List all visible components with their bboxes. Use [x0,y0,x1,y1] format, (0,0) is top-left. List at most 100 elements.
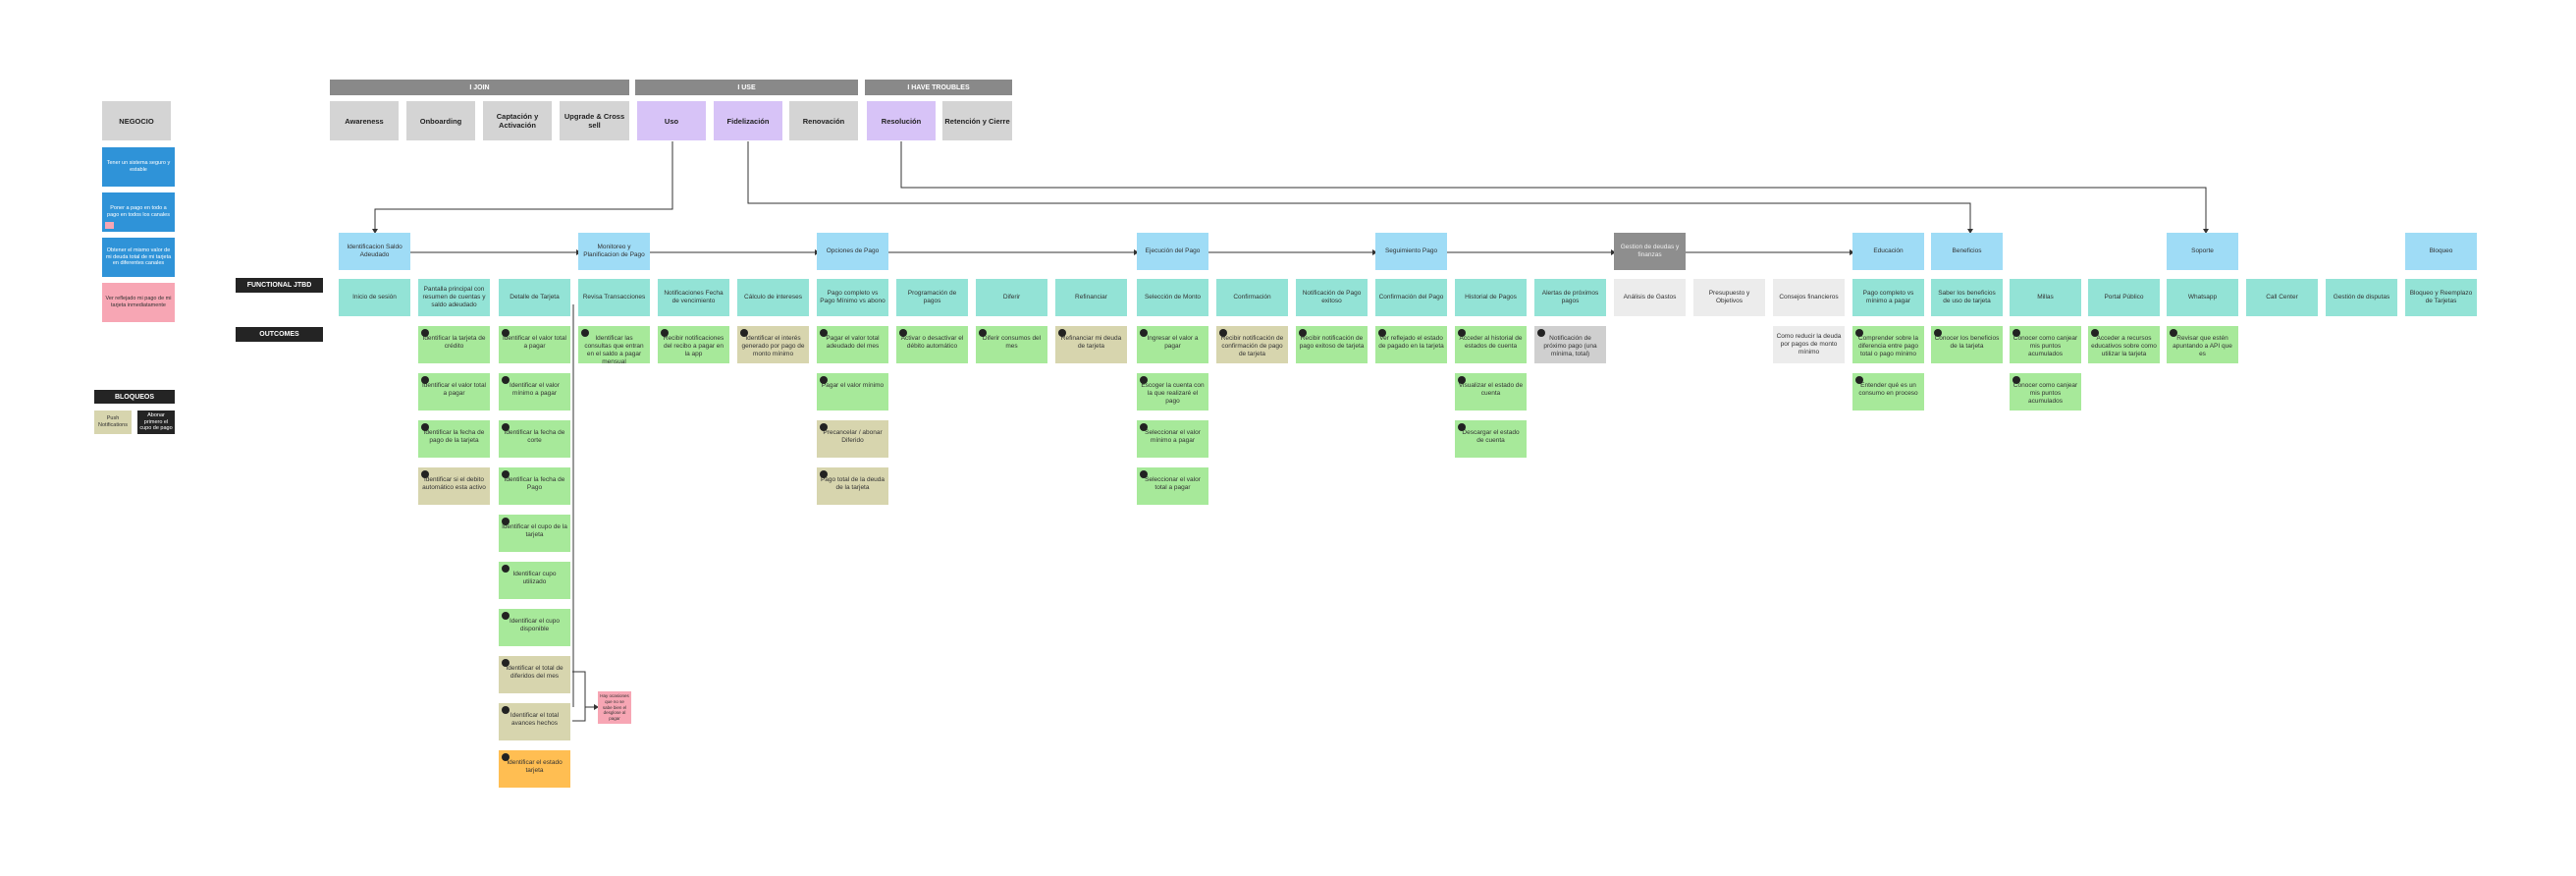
jtbd-card[interactable]: Notificaciones Fecha de vencimiento [658,279,729,316]
jtbd-header-identificacion[interactable]: Identificacion Saldo Adeudado [339,233,410,270]
jtbd-header-educacion[interactable]: Educación [1852,233,1924,270]
outcome-card[interactable]: Ver reflejado el estado de pagado en la … [1375,326,1447,363]
jtbd-card[interactable]: Millas [2010,279,2081,316]
outcome-card[interactable]: Revisar que estén apuntando a API que es [2167,326,2238,363]
outcome-card[interactable]: Acceder al historial de estados de cuent… [1455,326,1527,363]
outcome-card[interactable]: Identificar la fecha de Pago [499,467,570,505]
stage-resolucion[interactable]: Resolución [867,101,936,140]
outcome-card[interactable]: Recibir notificación de confirmación de … [1216,326,1288,363]
jtbd-card[interactable]: Saber los beneficios de uso de tarjeta [1931,279,2003,316]
jtbd-card[interactable]: Cálculo de intereses [737,279,809,316]
jtbd-header-opciones[interactable]: Opciones de Pago [817,233,888,270]
jtbd-card[interactable]: Pago completo vs Pago Mínimo vs abono [817,279,888,316]
outcome-card[interactable]: Pago total de la deuda de la tarjeta [817,467,888,505]
marker-icon [502,518,510,525]
jtbd-card[interactable]: Diferir [976,279,1047,316]
jtbd-header-monitoreo[interactable]: Monitoreo y Planificacion de Pago [578,233,650,270]
jtbd-card[interactable]: Portal Público [2088,279,2160,316]
outcome-card[interactable]: Recibir notificación de pago exitoso de … [1296,326,1368,363]
outcome-card[interactable]: Escoger la cuenta con la que realizaré e… [1137,373,1208,411]
jtbd-card[interactable]: Confirmación [1216,279,1288,316]
stage-fidelizacion[interactable]: Fidelización [714,101,782,140]
jtbd-card[interactable]: Bloqueo y Reemplazo de Tarjetas [2405,279,2477,316]
outcome-card[interactable]: Identificar si el debito automático esta… [418,467,490,505]
stage-awareness[interactable]: Awareness [330,101,399,140]
outcome-card[interactable]: Identificar las consultas que entran en … [578,326,650,365]
jtbd-header-beneficios[interactable]: Beneficios [1931,233,2003,270]
jtbd-card[interactable]: Confirmación del Pago [1375,279,1447,316]
outcome-card[interactable]: Notificación de próximo pago (una mínima… [1534,326,1606,363]
outcome-card[interactable]: Precancelar / abonar Diferido [817,420,888,458]
jtbd-header-seguimiento[interactable]: Seguimiento Pago [1375,233,1447,270]
jtbd-card[interactable]: Historial de Pagos [1455,279,1527,316]
stage-onboarding[interactable]: Onboarding [406,101,475,140]
outcome-card[interactable]: Identificar la fecha de corte [499,420,570,458]
outcome-card[interactable]: Conocer como canjear mis puntos acumulad… [2010,373,2081,411]
outcome-card[interactable]: Como reducir la deuda por pagos de monto… [1773,326,1845,363]
jtbd-card[interactable]: Presupuesto y Objetivos [1693,279,1765,316]
jtbd-card[interactable]: Notificación de Pago exitoso [1296,279,1368,316]
outcome-card[interactable]: Recibir notificaciones del recibo a paga… [658,326,729,363]
jtbd-card[interactable]: Refinanciar [1055,279,1127,316]
jtbd-header-ejecucion[interactable]: Ejecución del Pago [1137,233,1208,270]
stage-captacion[interactable]: Captación y Activación [483,101,552,140]
jtbd-card[interactable]: Gestión de disputas [2326,279,2397,316]
stage-upgrade[interactable]: Upgrade & Cross sell [560,101,629,140]
outcome-card[interactable]: Identificar el cupo de la tarjeta [499,515,570,552]
outcome-card[interactable]: Identificar el valor mínimo a pagar [499,373,570,411]
marker-icon [502,612,510,620]
outcome-card[interactable]: Identificar el interés generado por pago… [737,326,809,363]
outcome-text: Identificar si el debito automático esta… [422,476,486,492]
jtbd-card[interactable]: Call Center [2246,279,2318,316]
jtbd-header-bloqueo[interactable]: Bloqueo [2405,233,2477,270]
jtbd-card[interactable]: Revisa Transacciones [578,279,650,316]
outcome-card[interactable]: Pagar el valor mínimo [817,373,888,411]
jtbd-card[interactable]: Alertas de próximos pagos [1534,279,1606,316]
outcome-card[interactable]: Visualizar el estado de cuenta [1455,373,1527,411]
marker-icon [502,376,510,384]
jtbd-card[interactable]: Whatsapp [2167,279,2238,316]
jtbd-card[interactable]: Programación de pagos [896,279,968,316]
outcome-card[interactable]: Conocer los beneficios de la tarjeta [1931,326,2003,363]
jtbd-card[interactable]: Pantalla principal con resumen de cuenta… [418,279,490,316]
outcome-card[interactable]: Conocer como canjear mis puntos acumulad… [2010,326,2081,363]
outcome-text: Identificar la fecha de pago de la tarje… [423,429,485,445]
outcome-card[interactable]: Activar o desactivar el débito automátic… [896,326,968,363]
outcome-text: Recibir notificación de confirmación de … [1220,335,1284,358]
outcome-card[interactable]: Identificar la fecha de pago de la tarje… [418,420,490,458]
outcome-card[interactable]: Identificar el valor total a pagar [499,326,570,363]
jtbd-card[interactable]: Detalle de Tarjeta [499,279,570,316]
outcome-card[interactable]: Entender qué es un consumo en proceso [1852,373,1924,411]
outcome-card[interactable]: Pagar el valor total adeudado del mes [817,326,888,363]
outcome-card[interactable]: Identificar el estado tarjeta [499,750,570,788]
jtbd-header-gestion[interactable]: Gestion de deudas y finanzas [1614,233,1686,270]
stage-renovacion[interactable]: Renovación [789,101,858,140]
outcome-card[interactable]: Refinanciar mi deuda de tarjeta [1055,326,1127,363]
outcome-card[interactable]: Identificar el valor total a pagar [418,373,490,411]
outcome-card[interactable]: Identificar el total de diferidos del me… [499,656,570,693]
outcome-card[interactable]: Identificar el total avances hechos [499,703,570,740]
outcome-card[interactable]: Diferir consumos del mes [976,326,1047,363]
jtbd-card[interactable]: Inicio de sesión [339,279,410,316]
jtbd-header-soporte[interactable]: Soporte [2167,233,2238,270]
outcome-text: Acceder a recursos educativos sobre como… [2091,335,2157,358]
jtbd-card[interactable]: Consejos financieros [1773,279,1845,316]
outcome-card[interactable]: Ingresar el valor a pagar [1137,326,1208,363]
outcome-card[interactable]: Identificar la tarjeta de crédito [418,326,490,363]
marker-icon [502,753,510,761]
outcome-card[interactable]: Seleccionar el valor mínimo a pagar [1137,420,1208,458]
stage-retencion[interactable]: Retención y Cierre [942,101,1012,140]
outcome-card[interactable]: Comprender sobre la diferencia entre pag… [1852,326,1924,363]
outcome-card[interactable]: Descargar el estado de cuenta [1455,420,1527,458]
outcome-card[interactable]: Identificar el cupo disponible [499,609,570,646]
jtbd-card[interactable]: Pago completo vs mínimo a pagar [1852,279,1924,316]
jtbd-card[interactable]: Análisis de Gastos [1614,279,1686,316]
jtbd-card[interactable]: Selección de Monto [1137,279,1208,316]
row-label-jtbd: FUNCTIONAL JTBD [236,278,323,293]
marker-icon [502,329,510,337]
outcome-card[interactable]: Acceder a recursos educativos sobre como… [2088,326,2160,363]
outcome-card[interactable]: Identificar cupo utilizado [499,562,570,599]
outcome-text: Precancelar / abonar Diferido [823,429,883,445]
stage-uso[interactable]: Uso [637,101,706,140]
outcome-card[interactable]: Seleccionar el valor total a pagar [1137,467,1208,505]
